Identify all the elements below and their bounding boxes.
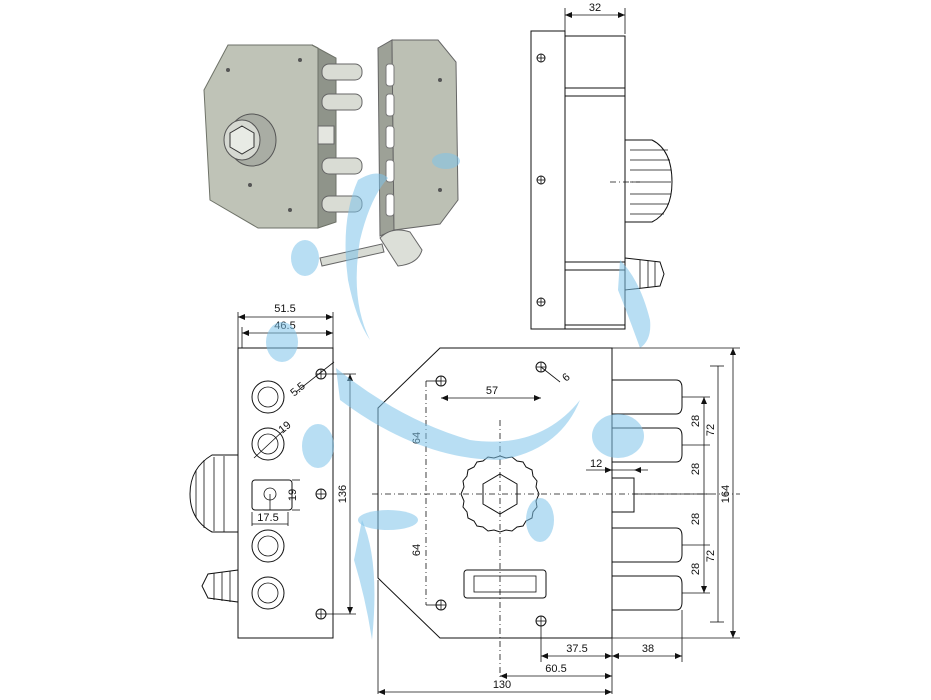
dim-51-5-label: 51.5 bbox=[274, 303, 295, 315]
dim-38-label: 38 bbox=[642, 643, 654, 655]
dim-32-label: 32 bbox=[589, 2, 601, 14]
front-knob bbox=[189, 454, 239, 533]
knob-3d bbox=[223, 113, 277, 167]
watermark-logo bbox=[266, 153, 651, 640]
side-view: 32 bbox=[530, 2, 673, 330]
dim-28-b-label: 28 bbox=[690, 463, 702, 475]
dim-5-5-label: 5.5 bbox=[288, 380, 307, 399]
hole-frame: 57 64 64 6 bbox=[411, 366, 573, 606]
dim-60-5-label: 60.5 bbox=[545, 663, 566, 675]
bolt-spacing-dims: 28 28 28 28 72 72 164 bbox=[612, 347, 740, 639]
dim-72-bottom-label: 72 bbox=[705, 550, 717, 562]
dim-19-slot-label: 19 bbox=[287, 489, 299, 501]
front-latch bbox=[201, 569, 239, 603]
plan-view: 57 64 64 6 12 28 28 28 28 bbox=[372, 347, 740, 695]
strike-plate-3d bbox=[377, 39, 459, 237]
lower-slot bbox=[463, 569, 547, 599]
dim-6-label: 6 bbox=[560, 371, 572, 384]
dim-28-a-label: 28 bbox=[690, 415, 702, 427]
latch-bolt bbox=[611, 477, 635, 513]
front-screw-holes bbox=[315, 368, 327, 620]
lock-3d-illustration bbox=[203, 39, 459, 267]
bottom-dims: 37.5 60.5 38 130 bbox=[377, 580, 683, 695]
bolts-3d bbox=[317, 63, 363, 213]
key-3d bbox=[319, 229, 423, 267]
dim-37-5-label: 37.5 bbox=[566, 643, 587, 655]
dim-130-label: 130 bbox=[493, 679, 511, 691]
dim-12: 12 bbox=[586, 458, 648, 473]
dim-164-label: 164 bbox=[720, 485, 732, 503]
dim-51-5: 51.5 bbox=[237, 303, 334, 348]
dim-72-top-label: 72 bbox=[705, 424, 717, 436]
front-slot bbox=[251, 479, 293, 511]
side-knob bbox=[610, 139, 673, 223]
dim-32: 32 bbox=[564, 2, 626, 34]
dim-57-label: 57 bbox=[486, 385, 498, 397]
dim-28-d-label: 28 bbox=[690, 563, 702, 575]
side-screw-holes bbox=[536, 53, 546, 307]
dim-12-label: 12 bbox=[590, 458, 602, 470]
center-cylinder bbox=[460, 455, 540, 533]
dim-136-label: 136 bbox=[337, 485, 349, 503]
dim-28-c-label: 28 bbox=[690, 513, 702, 525]
front-view: 51.5 46.5 bbox=[189, 303, 356, 639]
dim-136: 136 bbox=[326, 373, 356, 615]
dim-64-bottom-label: 64 bbox=[411, 544, 423, 556]
dim-17-5-label: 17.5 bbox=[257, 512, 278, 524]
dim-19-bolt-label: 19 bbox=[277, 419, 294, 436]
front-bolts bbox=[251, 380, 285, 610]
